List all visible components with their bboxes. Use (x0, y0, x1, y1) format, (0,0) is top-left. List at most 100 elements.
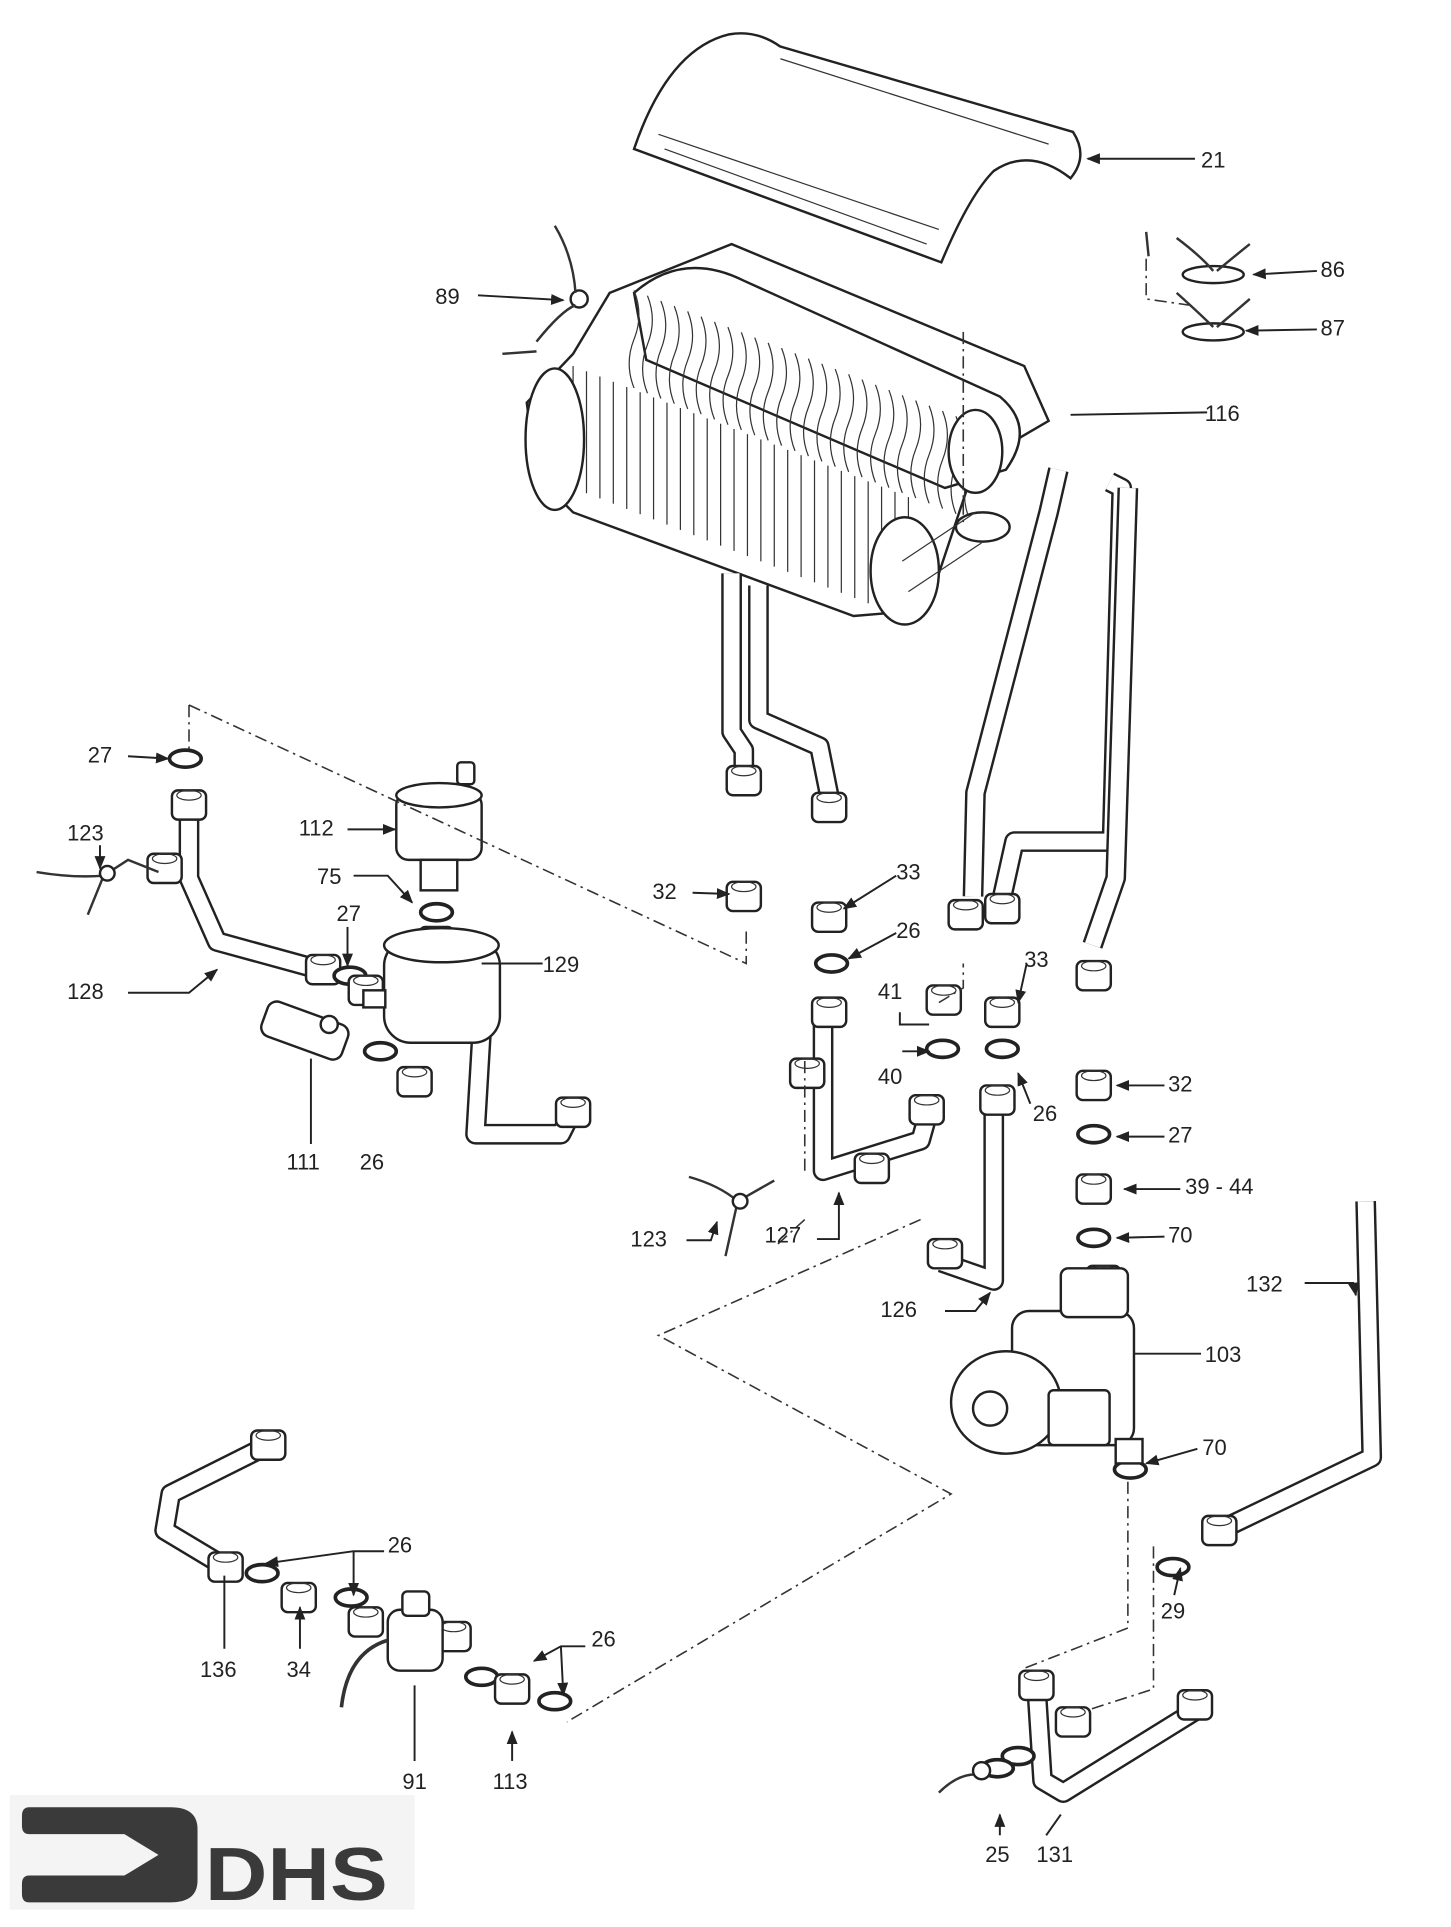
fin-coil (668, 305, 680, 404)
callout-89: 89 (435, 284, 459, 309)
fin-coil (749, 337, 761, 436)
callout-32-right: 32 (1168, 1072, 1192, 1097)
nut-bore (1206, 1515, 1233, 1527)
callout-86: 86 (1321, 257, 1345, 282)
fin-coil (883, 389, 895, 488)
logo-text: DHS (205, 1833, 388, 1917)
washer (1076, 1227, 1112, 1249)
part-sensor-123-left (36, 858, 159, 916)
callout-labels: 21 86 87 89 116 27 123 112 75 27 128 129… (67, 147, 1345, 1867)
nut-bore (499, 1673, 525, 1685)
part-valve-91 (339, 1590, 444, 1708)
nut-bore (560, 1097, 586, 1108)
nut-bore (1080, 960, 1107, 972)
fin-coil (869, 384, 881, 483)
callout-103: 103 (1205, 1342, 1242, 1367)
part-auto-air-vent-112 (395, 761, 483, 892)
nut-bore (816, 997, 842, 1009)
washer (1000, 1745, 1036, 1767)
fin-coil (722, 326, 734, 425)
callout-33-center: 33 (896, 859, 920, 884)
nut-bore (730, 765, 757, 777)
nut-bore (255, 1429, 282, 1441)
callout-123-left: 123 (67, 820, 104, 845)
nut-bore (984, 1084, 1011, 1096)
washer (167, 748, 204, 770)
pipe-body (181, 804, 322, 978)
nut-bore (1023, 1670, 1050, 1682)
pipe-body (1085, 487, 1136, 948)
callout-87: 87 (1321, 316, 1345, 341)
callout-126: 126 (880, 1297, 917, 1322)
fin-coil (762, 342, 774, 441)
fin-coil (910, 400, 922, 499)
washer (813, 953, 850, 974)
part-valve-111 (260, 1000, 350, 1061)
callout-27-top-left: 27 (88, 742, 112, 767)
fin-coil (628, 290, 640, 389)
pipe-outline (1214, 1201, 1383, 1540)
part-sensor-25 (938, 1760, 992, 1794)
pipe-body (1028, 1684, 1206, 1801)
callout-112: 112 (299, 815, 334, 840)
fin-coil (735, 332, 747, 431)
callout-113: 113 (493, 1769, 528, 1794)
callout-26-left: 26 (360, 1150, 384, 1175)
pipe-body (750, 585, 837, 797)
nut-bore (913, 1094, 940, 1106)
logo-arrow-icon (21, 1807, 198, 1903)
part-sensor-86 (1175, 237, 1251, 285)
callout-131: 131 (1036, 1842, 1073, 1867)
fin-coil (896, 395, 908, 494)
callout-27-bottle: 27 (337, 901, 361, 926)
callout-33-right: 33 (1024, 947, 1048, 972)
nut-bore (352, 975, 379, 987)
fin-coil (923, 405, 935, 504)
callout-32-center: 32 (652, 879, 676, 904)
part-hood-21 (632, 32, 1082, 264)
pipe-body (156, 1438, 272, 1574)
nut-bore (151, 853, 178, 865)
part-sensor-123-right (688, 1175, 775, 1257)
part-sensor-89 (502, 225, 589, 356)
fin-coil (641, 295, 653, 394)
nut-bore (1182, 1689, 1208, 1701)
fin-coil (789, 353, 801, 452)
fin-coil (655, 300, 667, 399)
callout-75: 75 (317, 864, 341, 889)
washer (418, 901, 455, 923)
nut-bore (794, 1057, 820, 1069)
callout-70-lower: 70 (1202, 1435, 1226, 1460)
pipework (154, 467, 1383, 1804)
nut-bore (310, 954, 336, 966)
pipe-body (994, 474, 1130, 899)
callout-40: 40 (878, 1064, 902, 1089)
washer (984, 1038, 1020, 1060)
part-pump-103 (949, 1267, 1144, 1465)
nut-bore (1080, 1173, 1107, 1185)
nut-bore (932, 1238, 958, 1250)
nut-bore (176, 789, 202, 801)
fin-coil (695, 316, 707, 415)
callout-70-upper: 70 (1168, 1223, 1192, 1248)
callout-39-44: 39 - 44 (1185, 1174, 1253, 1199)
callout-26-right: 26 (1033, 1101, 1057, 1126)
washer (924, 1038, 961, 1060)
callout-26-bottom-left: 26 (388, 1532, 412, 1557)
fin-coil (709, 321, 721, 420)
fin-coil (816, 363, 828, 462)
nut-bore (989, 893, 1016, 905)
callout-21: 21 (1201, 147, 1225, 172)
fin-coil (843, 374, 855, 473)
callout-128: 128 (67, 979, 104, 1004)
washer (537, 1690, 573, 1712)
nut-bore (1080, 1070, 1107, 1082)
nut-bore (352, 1606, 379, 1618)
fittings (146, 748, 1238, 1779)
fin-coil (802, 358, 814, 457)
fin-coil (856, 379, 868, 478)
callout-136: 136 (200, 1657, 237, 1682)
callout-111: 111 (287, 1150, 320, 1175)
fin-coil (937, 410, 949, 509)
